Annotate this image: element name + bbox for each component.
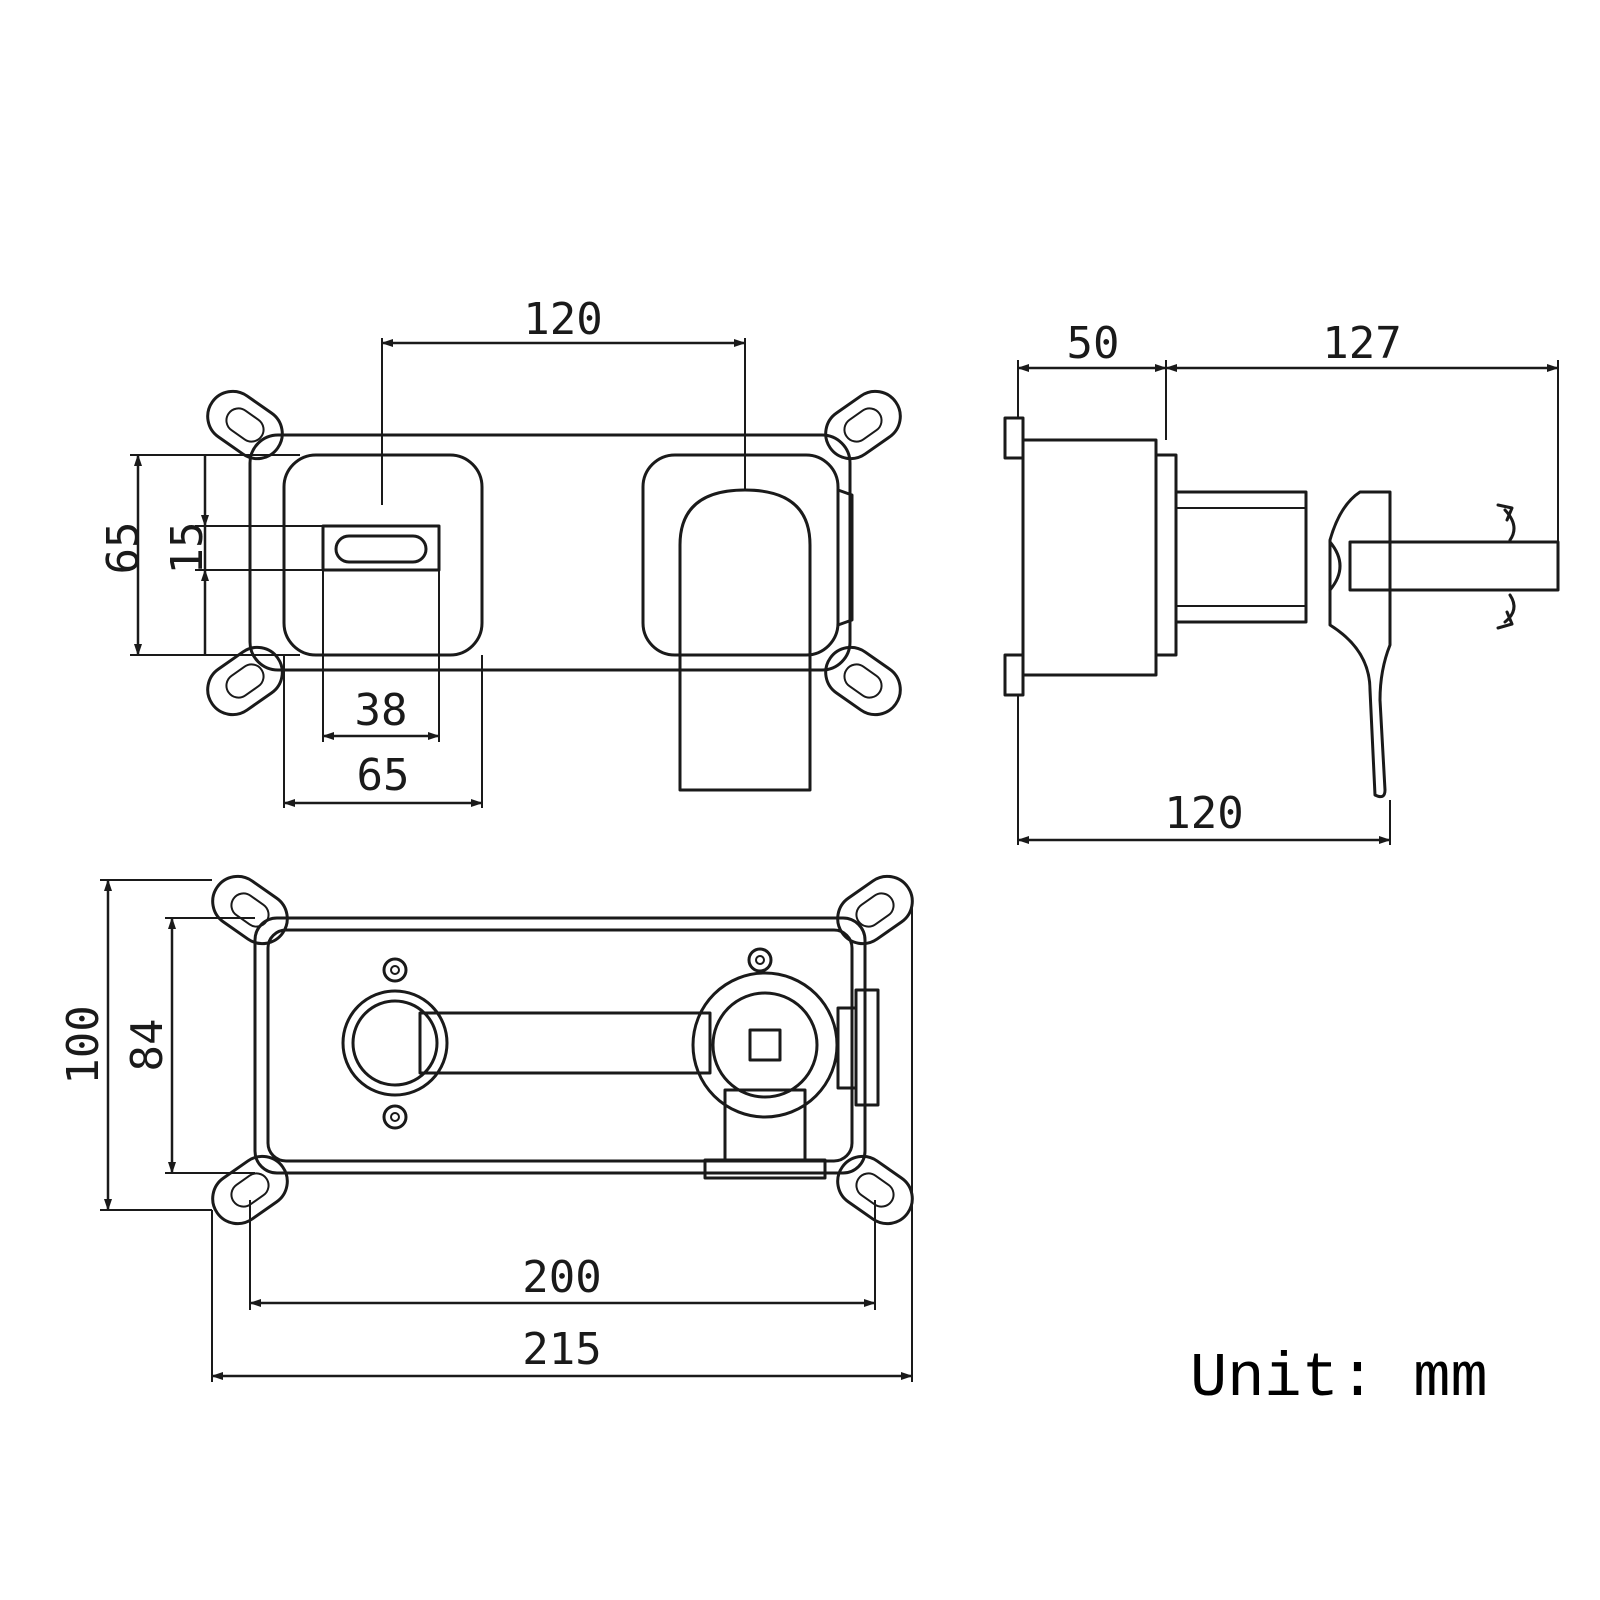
side-cartridge-stem <box>1174 490 1308 624</box>
front-outlet-slot <box>334 534 428 564</box>
box-left-outlet <box>341 989 449 1097</box>
box-inner-frame <box>266 928 854 1163</box>
side-ear-top <box>1003 416 1025 460</box>
box-mounting-ear-tr <box>836 874 914 946</box>
side-cover-plate <box>1154 453 1178 657</box>
unit-label: Unit: mm <box>1190 1343 1488 1414</box>
box-view: 100 84 200 215 <box>58 874 914 1382</box>
dim-front-120: 120 <box>523 294 602 345</box>
dim-side-50: 50 <box>1067 318 1120 369</box>
front-outlet-frame <box>321 524 441 572</box>
dim-box-100: 100 <box>58 1005 109 1084</box>
dim-front-65-horizontal: 65 <box>357 750 410 801</box>
front-mounting-ear-tr <box>824 389 902 461</box>
box-mounting-ear-bl <box>211 1154 289 1226</box>
front-mixer-handle <box>678 488 812 792</box>
dim-box-215: 215 <box>522 1324 601 1375</box>
front-box-frame <box>248 433 852 672</box>
side-handle-lever <box>1328 490 1392 799</box>
side-ear-bottom <box>1003 653 1025 697</box>
dim-front-38: 38 <box>355 685 408 736</box>
dim-box-200: 200 <box>522 1252 601 1303</box>
box-mounting-ear-br <box>836 1154 914 1226</box>
side-spout-arm <box>1348 540 1560 592</box>
box-cartridge-body <box>691 971 839 1119</box>
front-mounting-ear-br <box>824 645 902 717</box>
side-view: 50 127 120 <box>1003 318 1560 845</box>
dim-front-15: 15 <box>162 522 213 575</box>
front-side-knob <box>836 488 854 627</box>
dim-side-120: 120 <box>1164 788 1243 839</box>
box-square-spindle <box>748 1028 782 1062</box>
side-rotation-arrow-bottom <box>1503 593 1516 624</box>
dim-side-127: 127 <box>1322 318 1401 369</box>
side-box-body <box>1021 438 1158 677</box>
dim-box-84: 84 <box>122 1019 173 1072</box>
box-lower-stub <box>723 1088 807 1162</box>
side-rotation-arrow-top <box>1503 508 1516 542</box>
front-view: 120 65 15 38 65 <box>98 294 902 808</box>
box-mounting-ear-tl <box>211 874 289 946</box>
front-right-cover-plate <box>641 453 840 657</box>
dim-front-65-vertical: 65 <box>98 522 149 575</box>
front-mounting-ear-tl <box>206 389 284 461</box>
box-connecting-pipe <box>418 1011 712 1075</box>
front-mounting-ear-bl <box>206 645 284 717</box>
box-outer-frame <box>253 916 867 1175</box>
